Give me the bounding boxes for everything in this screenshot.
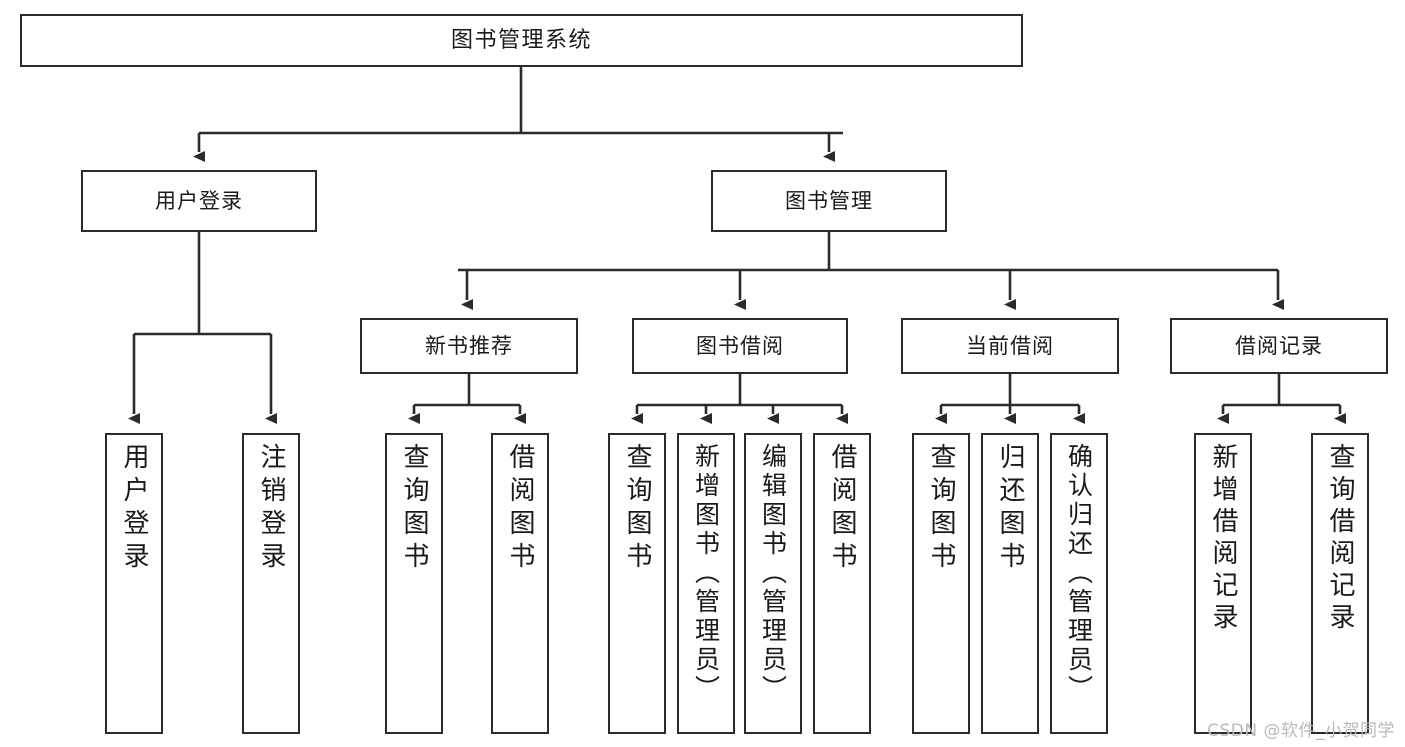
node-leaf-query-book-2[interactable]: 查询图书 — [608, 433, 666, 734]
node-leaf-query-record[interactable]: 查询借阅记录 — [1311, 433, 1369, 734]
node-book-manage[interactable]: 图书管理 — [711, 170, 947, 232]
node-leaf-return-book-label: 归还图书 — [995, 443, 1025, 575]
node-leaf-query-book-1[interactable]: 查询图书 — [385, 433, 443, 734]
node-book-manage-label: 图书管理 — [785, 188, 873, 213]
node-book-borrow[interactable]: 图书借阅 — [632, 318, 848, 374]
node-leaf-user-login[interactable]: 用户登录 — [105, 433, 163, 734]
node-borrow-record-label: 借阅记录 — [1235, 333, 1323, 358]
node-leaf-edit-book-label: 编辑图书（管理员） — [758, 443, 788, 704]
node-leaf-query-book-1-label: 查询图书 — [399, 443, 429, 575]
csdn-watermark: CSDN @软件_小贺同学 — [1207, 721, 1395, 741]
node-leaf-logout-label: 注销登录 — [256, 443, 286, 575]
node-user-login-label: 用户登录 — [155, 188, 243, 213]
node-book-borrow-label: 图书借阅 — [696, 333, 784, 358]
node-leaf-query-record-label: 查询借阅记录 — [1325, 443, 1355, 635]
node-user-login[interactable]: 用户登录 — [81, 170, 317, 232]
node-leaf-query-book-3-label: 查询图书 — [926, 443, 956, 575]
node-leaf-borrow-book-1[interactable]: 借阅图书 — [491, 433, 549, 734]
node-leaf-borrow-book-2-label: 借阅图书 — [827, 443, 857, 575]
node-leaf-query-book-2-label: 查询图书 — [622, 443, 652, 575]
node-current-borrow-label: 当前借阅 — [966, 333, 1054, 358]
node-borrow-record[interactable]: 借阅记录 — [1170, 318, 1388, 374]
node-root-system[interactable]: 图书管理系统 — [20, 14, 1023, 67]
node-leaf-confirm-return-label: 确认归还（管理员） — [1064, 443, 1094, 704]
node-new-book-recommend-label: 新书推荐 — [425, 333, 513, 358]
node-leaf-borrow-book-2[interactable]: 借阅图书 — [813, 433, 871, 734]
node-leaf-return-book[interactable]: 归还图书 — [981, 433, 1039, 734]
node-leaf-query-book-3[interactable]: 查询图书 — [912, 433, 970, 734]
node-new-book-recommend[interactable]: 新书推荐 — [360, 318, 578, 374]
node-current-borrow[interactable]: 当前借阅 — [901, 318, 1119, 374]
node-leaf-borrow-book-1-label: 借阅图书 — [505, 443, 535, 575]
node-leaf-add-record[interactable]: 新增借阅记录 — [1194, 433, 1252, 734]
node-leaf-edit-book[interactable]: 编辑图书（管理员） — [744, 433, 802, 734]
node-leaf-add-book-label: 新增图书（管理员） — [691, 443, 721, 704]
node-leaf-logout[interactable]: 注销登录 — [242, 433, 300, 734]
node-leaf-confirm-return[interactable]: 确认归还（管理员） — [1050, 433, 1108, 734]
node-root-system-label: 图书管理系统 — [450, 27, 592, 53]
node-leaf-add-book[interactable]: 新增图书（管理员） — [677, 433, 735, 734]
node-leaf-add-record-label: 新增借阅记录 — [1208, 443, 1238, 635]
node-leaf-user-login-label: 用户登录 — [119, 443, 149, 575]
